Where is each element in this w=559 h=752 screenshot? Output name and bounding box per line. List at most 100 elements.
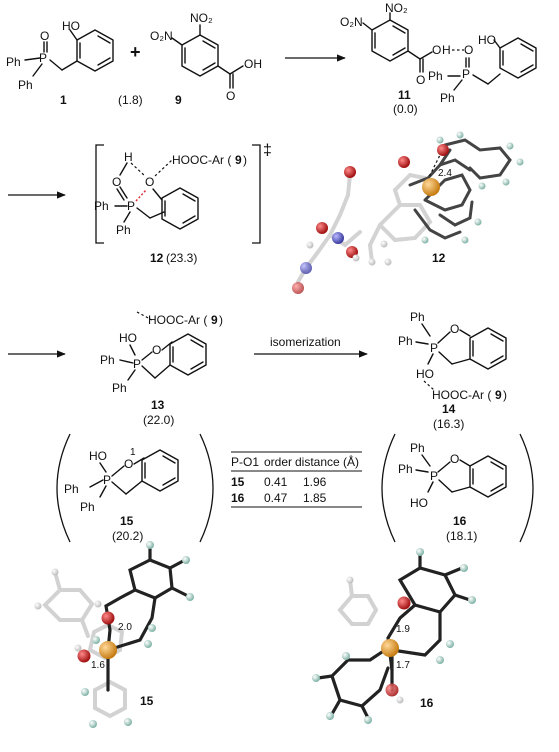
oxygen-atom bbox=[316, 222, 328, 234]
oxygen-atom bbox=[292, 282, 304, 294]
phenyl-label: Ph bbox=[410, 441, 425, 455]
ts-bracket-left bbox=[95, 144, 104, 244]
hooc-ar-number: 9 bbox=[211, 313, 218, 327]
hydroxyl-label: HO bbox=[478, 33, 496, 47]
carbonyl-o-label: O bbox=[416, 73, 425, 87]
ratio-label: (1.8) bbox=[118, 93, 143, 107]
table-cell: 15 bbox=[231, 475, 245, 489]
nitro-label: NO₂ bbox=[190, 11, 213, 25]
complex-11-structure: O₂N NO₂ O H O O P HO Ph Ph bbox=[340, 1, 537, 105]
phenyl-label: Ph bbox=[428, 69, 443, 83]
compound-label-9: 9 bbox=[175, 93, 182, 107]
compound-1-structure: HO O P Ph Ph bbox=[6, 19, 114, 92]
hooc-ar-number: 9 bbox=[495, 388, 502, 402]
table-cell: 0.41 bbox=[264, 475, 288, 489]
phenyl-label: Ph bbox=[94, 199, 109, 213]
model-15-render: 2.0 1.6 bbox=[34, 541, 194, 728]
phenyl-label: Ph bbox=[80, 500, 95, 514]
nitrogen-atom bbox=[332, 232, 344, 244]
model-16-render: 1.9 1.7 bbox=[312, 548, 476, 724]
table-cell: 0.47 bbox=[264, 491, 288, 505]
oxygen-atom bbox=[77, 649, 91, 663]
hydroxyl-label: HO bbox=[62, 19, 80, 33]
phosphorus-label: P bbox=[133, 357, 141, 371]
isomerization-label: isomerization bbox=[270, 335, 341, 349]
ts-symbol: ‡ bbox=[263, 142, 272, 159]
model-label-15: 15 bbox=[140, 694, 154, 708]
compound-13-structure: HOOC-Ar ( 9 ) HO P O Ph Ph bbox=[100, 311, 223, 395]
phosphorus-label: P bbox=[462, 67, 470, 81]
compound-15-structure: HO P O 1 Ph Ph bbox=[64, 447, 179, 514]
oxygen-atom bbox=[385, 683, 399, 697]
distance-label: 1.7 bbox=[396, 660, 410, 671]
ts-o-label: O bbox=[112, 175, 121, 189]
benzene-ring bbox=[499, 37, 537, 79]
phosphorus-label: P bbox=[103, 473, 111, 487]
distance-label: 1.6 bbox=[91, 660, 105, 671]
benzene-ring bbox=[469, 455, 507, 498]
hydroxyl-label: HO bbox=[89, 449, 107, 463]
plus-sign: + bbox=[130, 42, 141, 62]
energy-11: (0.0) bbox=[393, 102, 418, 116]
phosphorus-atom bbox=[99, 641, 117, 659]
oxo-label: O bbox=[40, 29, 49, 43]
phenyl-label: Ph bbox=[116, 223, 131, 237]
compound-16-structure: Ph Ph P O HO bbox=[398, 441, 507, 510]
oxygen-atom bbox=[101, 611, 115, 625]
nitro-label: NO₂ bbox=[385, 1, 408, 15]
phosphorus-label: P bbox=[430, 341, 438, 355]
benzene-ring bbox=[169, 333, 207, 376]
table-cell: 16 bbox=[231, 491, 245, 505]
table-header: order bbox=[264, 455, 292, 469]
compound-label-14: 14 bbox=[442, 402, 456, 416]
phenyl-label: Ph bbox=[18, 78, 33, 92]
distance-label: 2.4 bbox=[438, 168, 452, 179]
phosphorus-atom bbox=[422, 178, 440, 196]
hydroxyl-label: HO bbox=[410, 496, 428, 510]
compound-label-11: 11 bbox=[398, 88, 411, 102]
hooc-ar-label: HOOC-Ar ( bbox=[172, 153, 231, 167]
energy-14: (16.3) bbox=[433, 417, 464, 431]
oxygen-atom bbox=[344, 166, 356, 178]
phosphoryl-o-label: O bbox=[464, 43, 473, 57]
benzene-ring bbox=[371, 19, 409, 62]
compound-label-12: 12 bbox=[150, 251, 164, 265]
table-cell: 1.96 bbox=[303, 475, 327, 489]
oxygen-atom bbox=[397, 596, 411, 610]
oxygen-atom bbox=[437, 144, 449, 156]
phenyl-label: Ph bbox=[6, 55, 21, 69]
phenyl-label: Ph bbox=[440, 91, 455, 105]
compound-14-structure: Ph Ph P O HO HOOC-Ar ( 9 ) bbox=[398, 310, 507, 402]
compound-label-1: 1 bbox=[60, 93, 67, 107]
compound-label-16: 16 bbox=[453, 514, 467, 528]
model-label-16: 16 bbox=[420, 696, 434, 710]
hooc-ar-close: ) bbox=[219, 313, 223, 327]
phenyl-label: Ph bbox=[64, 482, 79, 496]
paren-left-close bbox=[199, 433, 214, 543]
model-label-12: 12 bbox=[432, 251, 446, 265]
hooc-ar-close: ) bbox=[503, 388, 507, 402]
paren-right-close bbox=[519, 433, 534, 543]
phenyl-label: Ph bbox=[112, 381, 127, 395]
hydroxyl-label: HO bbox=[416, 367, 434, 381]
carbonyl-o-label: O bbox=[226, 89, 235, 103]
paren-left-open bbox=[56, 433, 71, 543]
benzene-ring bbox=[469, 327, 507, 370]
phosphorus-label: P bbox=[39, 51, 47, 65]
phosphorus-label: P bbox=[127, 199, 135, 213]
acid-h-label: H bbox=[442, 43, 451, 57]
ring-o-label: O bbox=[124, 457, 133, 471]
ring-o-label: O bbox=[152, 343, 161, 357]
benzene-ring bbox=[141, 449, 179, 492]
model-12-render: 2.4 bbox=[292, 131, 524, 294]
oxygen-atom bbox=[398, 156, 410, 168]
table-header: P-O1 bbox=[231, 455, 259, 469]
ring-o-label: O bbox=[450, 452, 459, 466]
nitro-label: O₂N bbox=[150, 29, 173, 43]
hooc-ar-label: HOOC-Ar ( bbox=[432, 388, 491, 402]
ring-o-label: O bbox=[450, 322, 459, 336]
compound-label-13: 13 bbox=[151, 398, 165, 412]
energy-16: (18.1) bbox=[446, 529, 477, 543]
phosphorus-atom bbox=[381, 639, 399, 657]
